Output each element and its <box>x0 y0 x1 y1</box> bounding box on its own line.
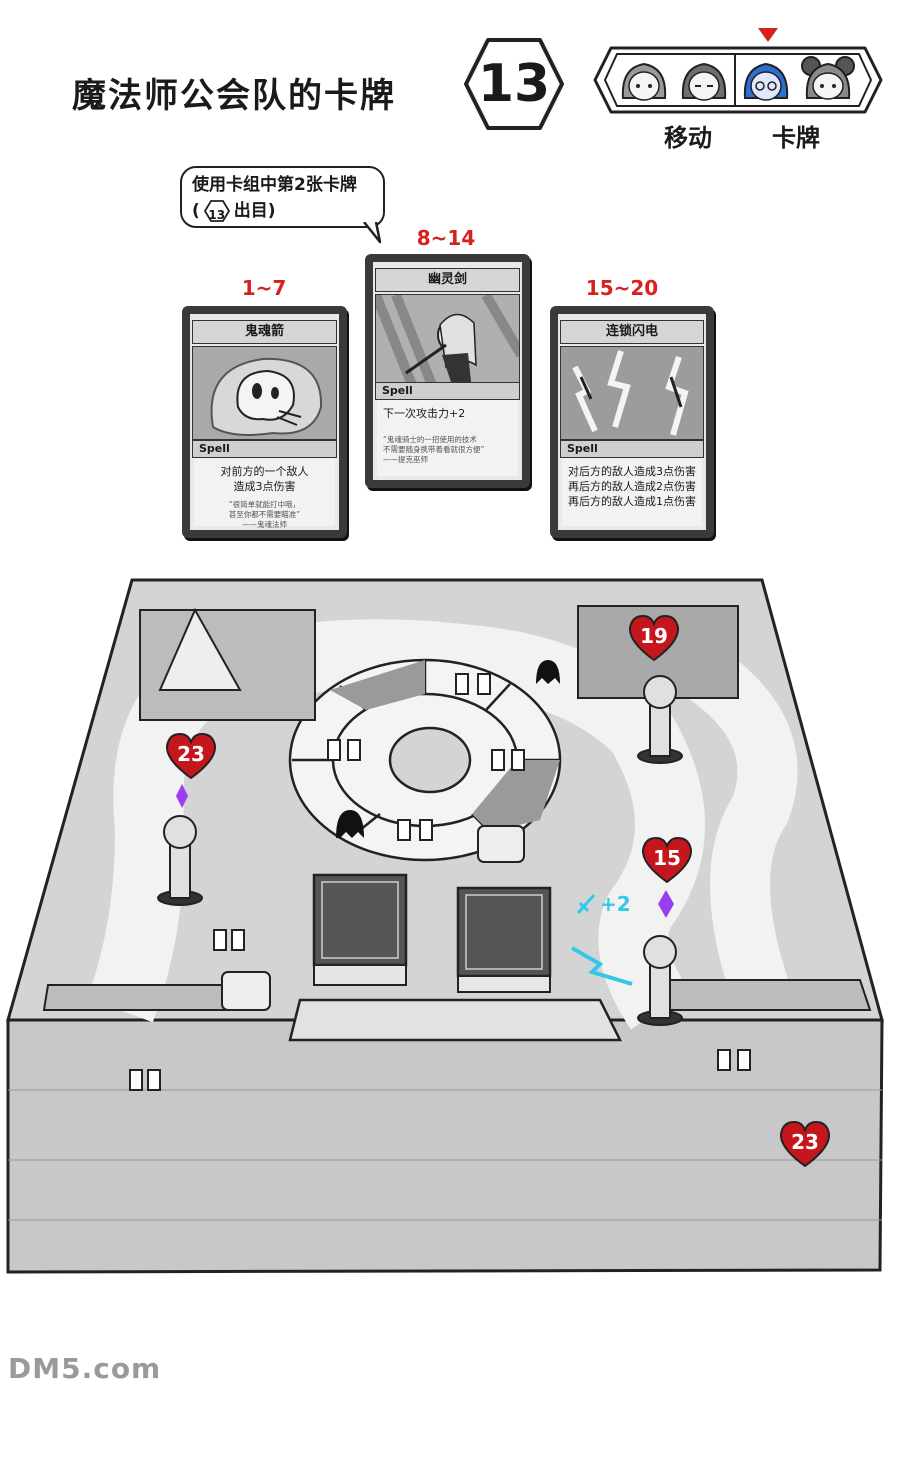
card-text-box: 对后方的敌人造成3点伤害 再后方的敌人造成2点伤害 再后方的敌人造成1点伤害 <box>562 458 702 526</box>
card-flavor-line: “鬼魂骑士的一招使用的技术 <box>383 435 477 444</box>
card-type: Spell <box>192 440 337 458</box>
card-title: 幽灵剑 <box>375 268 520 292</box>
card-flavor-line: 不需要随身携带着看就很方便” <box>383 445 485 454</box>
turn-order-strip <box>585 40 885 120</box>
watermark: DM5.com <box>8 1352 162 1385</box>
card-effect-line: 对后方的敌人造成3点伤害 <box>568 465 696 478</box>
turn-order-label-move: 移动 <box>664 124 712 152</box>
hp-heart-marker: 23 <box>164 732 218 780</box>
card-effect-line: 下一次攻击力+2 <box>383 407 466 420</box>
card-flavor-line: “很简单就能打中哦， <box>228 500 301 509</box>
heart-icon <box>628 614 680 662</box>
hp-heart-marker: 19 <box>627 614 681 662</box>
card-range-1: 1~7 <box>241 276 287 300</box>
turn-number: 13 <box>477 54 551 114</box>
card-flavor-line: ——提克巫师 <box>383 455 428 464</box>
turn-order-label-card: 卡牌 <box>772 124 820 152</box>
card-range-2: 8~14 <box>416 226 476 250</box>
spell-card-ghost-arrow[interactable]: 鬼魂箭 Spell 对前方的一个敌人 造成3点伤害 “很简单就能打中哦， 甚至你… <box>182 306 347 538</box>
game-board <box>6 578 884 1274</box>
avatar-mage-active <box>743 62 789 101</box>
die-icon: 13 <box>203 200 230 222</box>
card-flavor-line: 甚至你都不需要瞄准” <box>228 510 301 519</box>
heart-icon <box>779 1120 831 1168</box>
card-effect-line: 造成3点伤害 <box>233 480 296 493</box>
hint-paren: ( <box>192 201 200 221</box>
attack-buff-indicator: +2 <box>576 892 631 916</box>
ghost-arrow-art <box>192 346 337 440</box>
hint-line-2: 出目) <box>233 201 276 221</box>
hint-line-1: 使用卡组中第2张卡牌 <box>192 175 357 195</box>
hp-heart-marker: 15 <box>640 836 694 884</box>
card-flavor-line: ——鬼魂法师 <box>242 520 287 529</box>
spell-card-chain-lightning[interactable]: 连锁闪电 Spell 对后方的敌人造成3点伤害 再后方的敌人造成2点伤害 再后方… <box>550 306 714 538</box>
hp-value: 15 <box>653 846 681 870</box>
sword-icon <box>576 894 596 914</box>
buff-value: +2 <box>600 892 631 916</box>
card-range-3: 15~20 <box>585 276 659 300</box>
card-effect-line: 对前方的一个敌人 <box>220 465 309 478</box>
card-type: Spell <box>560 440 704 458</box>
hp-value: 23 <box>177 742 205 766</box>
hp-heart-marker: 23 <box>778 1120 832 1168</box>
heart-icon <box>165 732 217 780</box>
card-text-box: 下一次攻击力+2 “鬼魂骑士的一招使用的技术 不需要随身携带着看就很方便” ——… <box>377 400 518 476</box>
hexagon-frame-icon <box>464 38 564 130</box>
hp-value: 19 <box>640 624 668 648</box>
card-type: Spell <box>375 382 520 400</box>
phantom-sword-art <box>375 294 520 396</box>
card-effect-line: 再后方的敌人造成1点伤害 <box>568 495 696 508</box>
current-turn-marker-icon <box>758 28 778 42</box>
bubble-tail-icon <box>363 222 382 244</box>
chain-lightning-art <box>560 346 704 440</box>
card-title: 连锁闪电 <box>560 320 704 344</box>
avatar-mage-1 <box>621 62 667 101</box>
turn-badge: 13 <box>462 36 566 132</box>
avatar-mage-4 <box>801 56 855 100</box>
card-title: 鬼魂箭 <box>192 320 337 344</box>
heart-icon <box>641 836 693 884</box>
avatar-mage-2 <box>681 62 727 101</box>
spell-card-phantom-sword[interactable]: 幽灵剑 Spell 下一次攻击力+2 “鬼魂骑士的一招使用的技术 不需要随身携带… <box>365 254 530 488</box>
hint-speech-bubble: 使用卡组中第2张卡牌 ( 13 出目) <box>180 166 385 228</box>
card-effect-line: 再后方的敌人造成2点伤害 <box>568 480 696 493</box>
card-text-box: 对前方的一个敌人 造成3点伤害 “很简单就能打中哦， 甚至你都不需要瞄准” ——… <box>194 458 335 529</box>
page-title: 魔法师公会队的卡牌 <box>72 76 396 116</box>
hp-value: 23 <box>791 1130 819 1154</box>
